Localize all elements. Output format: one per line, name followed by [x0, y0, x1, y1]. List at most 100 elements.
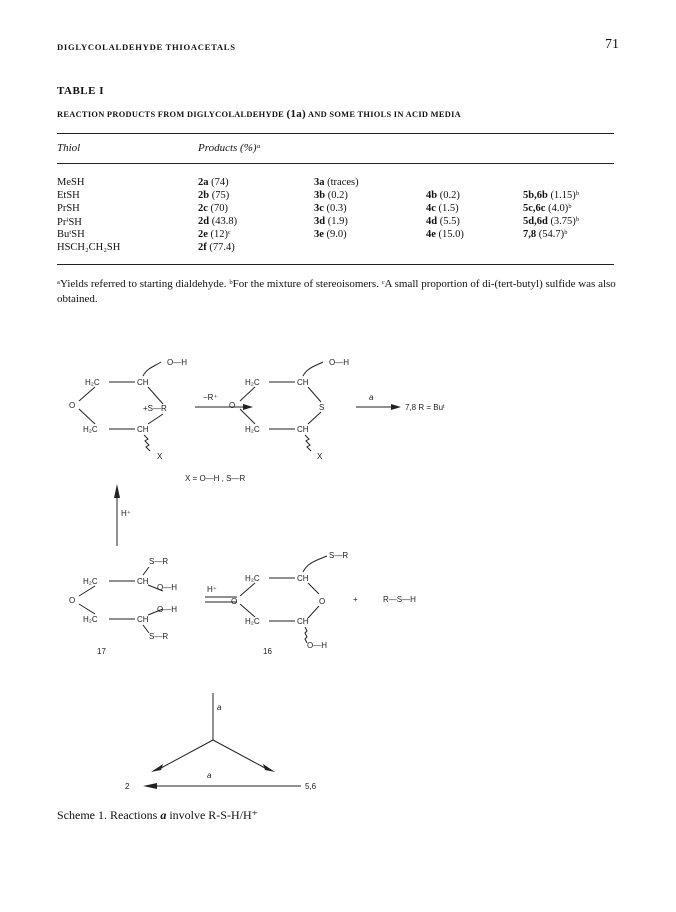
- product-code: 2a: [198, 177, 209, 188]
- product-78-label: 7,8 R = Buᵗ: [405, 403, 445, 412]
- reaction-scheme: O—H H₂C CH O +S—R H₂C CH X −R⁺ O—H H₂C C…: [57, 338, 619, 798]
- product-yield: (1.5): [438, 203, 459, 214]
- ch-label-8: CH: [297, 617, 309, 626]
- product-code: 5b,6b: [523, 190, 548, 201]
- compound-56-label: 5,6: [305, 782, 317, 791]
- product-yield: (54.7)ᵇ: [538, 229, 568, 240]
- x-definition: X = O—H , S—R: [185, 474, 245, 483]
- ch-label-6: CH: [137, 615, 149, 624]
- x-label-1: X: [157, 452, 163, 461]
- table-footnote: ᵃYields referred to starting dialdehyde.…: [57, 278, 616, 305]
- product-code: 3d: [314, 216, 326, 227]
- arrow-a-label-1: a: [369, 393, 374, 402]
- table-row: PrⁱSH 2d (43.8) 3d (1.9) 4d (5.5) 5d,6d (3.7…: [57, 216, 617, 229]
- table-top-rule: [57, 133, 614, 134]
- product-yield: (1.15)ᵇ: [550, 190, 580, 201]
- running-head-title: DIGLYCOLALDEHYDE THIOACETALS: [57, 42, 236, 52]
- s-label: S: [319, 403, 324, 412]
- product-yield: (74): [211, 177, 229, 188]
- oh-label-2: O—H: [329, 358, 349, 367]
- table-header-rule: [57, 163, 614, 164]
- oh-label-1: O—H: [167, 358, 187, 367]
- product-cell-1: 2b (75): [198, 190, 229, 201]
- sulfonium-label: +S—R: [143, 404, 167, 413]
- product-code: 2e: [198, 229, 208, 240]
- product-code: 3a: [314, 177, 325, 188]
- product-cell-4: 5b,6b (1.15)ᵇ: [523, 190, 579, 201]
- product-cell-1: 2e (12)ᶜ: [198, 229, 231, 240]
- table-bottom-rule: [57, 264, 614, 265]
- product-cell-1: 2d (43.8): [198, 216, 237, 227]
- product-code: 5c,6c: [523, 203, 546, 214]
- product-yield: (0.2): [327, 190, 348, 201]
- product-yield: (0.3): [326, 203, 347, 214]
- running-head: DIGLYCOLALDEHYDE THIOACETALS 71: [57, 34, 619, 58]
- product-code: 3e: [314, 229, 324, 240]
- o-label-1: O: [69, 401, 75, 410]
- product-yield: (9.0): [326, 229, 347, 240]
- arrow-a-label-2: a: [217, 703, 222, 712]
- product-yield: (1.9): [327, 216, 348, 227]
- product-cell-4: 5c,6c (4.0)ᵇ: [523, 203, 571, 214]
- product-yield: (12)ᶜ: [210, 229, 231, 240]
- product-cell-3: 4b (0.2): [426, 190, 460, 201]
- oh-label-5: O—H: [307, 641, 327, 650]
- ch-label-3: CH: [297, 378, 309, 387]
- product-cell-2: 3d (1.9): [314, 216, 348, 227]
- thiol-cell: BuᵗSH: [57, 229, 85, 240]
- sr-label-1: S—R: [149, 557, 168, 566]
- product-code: 4b: [426, 190, 438, 201]
- product-cell-4: 5d,6d (3.75)ᵇ: [523, 216, 579, 227]
- sr-label-3: S—R: [329, 551, 348, 560]
- h2c-label-4: H₂C: [245, 425, 260, 434]
- compound-17-label: 17: [97, 647, 106, 656]
- h2c-label-6: H₂C: [83, 615, 98, 624]
- compound-2-label: 2: [125, 782, 130, 791]
- product-code: 2d: [198, 216, 210, 227]
- table-caption: REACTION PRODUCTS FROM DIGLYCOLALDEHYDE …: [57, 108, 461, 120]
- table-caption-pre: REACTION PRODUCTS FROM DIGLYCOLALDEHYDE: [57, 110, 285, 119]
- product-code: 5d,6d: [523, 216, 548, 227]
- product-cell-1: 2f (77.4): [198, 242, 235, 253]
- product-code: 2b: [198, 190, 210, 201]
- header-products: Products (%)ᵃ: [198, 142, 261, 154]
- scheme-caption-pre: Scheme 1. Reactions: [57, 808, 158, 822]
- h2c-label-3: H₂C: [245, 378, 260, 387]
- thiol-cell: PrSH: [57, 203, 80, 214]
- h2c-label-1: H₂C: [85, 378, 100, 387]
- product-cell-2: 3e (9.0): [314, 229, 347, 240]
- product-yield: (70): [210, 203, 229, 214]
- h2c-label-2: H₂C: [83, 425, 98, 434]
- h2c-label-5: H₂C: [83, 577, 98, 586]
- h2c-label-8: H₂C: [245, 617, 260, 626]
- product-code: 7,8: [523, 229, 537, 240]
- product-code: 2f: [198, 242, 207, 253]
- o-label-4: O: [231, 597, 237, 606]
- product-yield: (4.0)ᵇ: [548, 203, 572, 214]
- product-code: 2c: [198, 203, 208, 214]
- arrow-a-label-3: a: [207, 771, 212, 780]
- ch-label-1: CH: [137, 378, 149, 387]
- product-code: 4d: [426, 216, 438, 227]
- minus-r-label: −R⁺: [203, 393, 218, 402]
- product-code: 4c: [426, 203, 436, 214]
- o-label-5: O: [319, 597, 325, 606]
- h2c-label-7: H₂C: [245, 574, 260, 583]
- x-label-2: X: [317, 452, 323, 461]
- scheme-caption: Scheme 1. Reactions a involve R-S-H/H⁺: [57, 808, 258, 823]
- thiol-cell: PrⁱSH: [57, 217, 82, 228]
- ch-label-7: CH: [297, 574, 309, 583]
- product-cell-3: 4e (15.0): [426, 229, 464, 240]
- product-cell-3: 4d (5.5): [426, 216, 460, 227]
- rsh-label: R—S—H: [383, 595, 416, 604]
- product-yield: (75): [211, 190, 230, 201]
- hplus-label-2: H⁺: [207, 585, 217, 594]
- product-cell-4: 7,8 (54.7)ᵇ: [523, 229, 567, 240]
- product-cell-2: 3b (0.2): [314, 190, 348, 201]
- product-code: 3b: [314, 190, 326, 201]
- oh-label-3: O—H: [157, 583, 177, 592]
- compound-16-label: 16: [263, 647, 272, 656]
